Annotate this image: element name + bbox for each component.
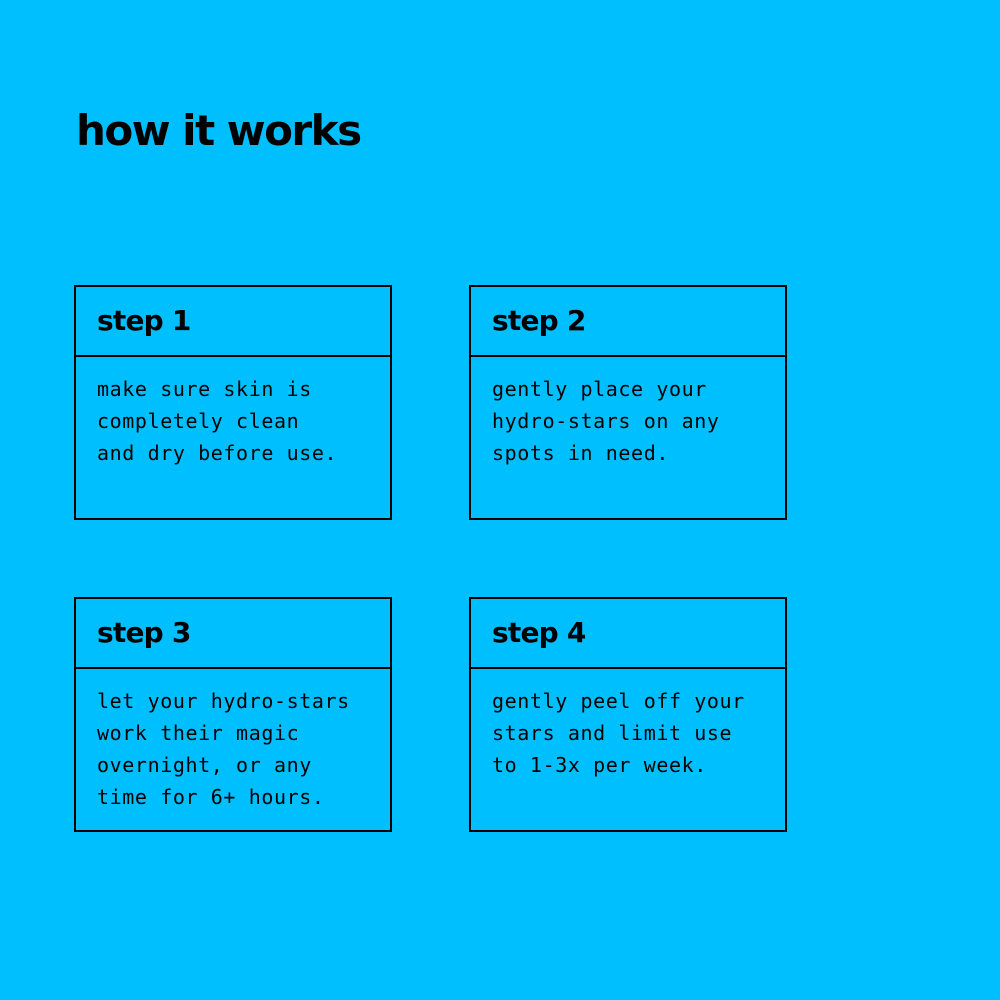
step-line: gently place your xyxy=(492,377,707,401)
step-header: step 2 xyxy=(471,287,785,357)
step-description: gently peel off your stars and limit use… xyxy=(471,669,785,781)
step-description: let your hydro-stars work their magic ov… xyxy=(76,669,390,813)
step-line: gently peel off your xyxy=(492,689,745,713)
step-line: time for 6+ hours. xyxy=(97,785,325,809)
step-line: spots in need. xyxy=(492,441,669,465)
step-card-2: step 2 gently place your hydro-stars on … xyxy=(469,285,787,520)
step-line: work their magic xyxy=(97,721,300,745)
step-line: and dry before use. xyxy=(97,441,338,465)
step-title: step 1 xyxy=(97,304,191,337)
step-card-1: step 1 make sure skin is completely clea… xyxy=(74,285,392,520)
step-line: to 1-3x per week. xyxy=(492,753,707,777)
step-card-4: step 4 gently peel off your stars and li… xyxy=(469,597,787,832)
step-line: make sure skin is xyxy=(97,377,312,401)
step-header: step 4 xyxy=(471,599,785,669)
step-line: let your hydro-stars xyxy=(97,689,350,713)
step-header: step 3 xyxy=(76,599,390,669)
step-title: step 3 xyxy=(97,616,191,649)
step-title: step 2 xyxy=(492,304,586,337)
page-title: how it works xyxy=(76,106,362,155)
step-line: hydro-stars on any xyxy=(492,409,720,433)
step-header: step 1 xyxy=(76,287,390,357)
step-line: stars and limit use xyxy=(492,721,733,745)
step-description: gently place your hydro-stars on any spo… xyxy=(471,357,785,469)
step-description: make sure skin is completely clean and d… xyxy=(76,357,390,469)
step-card-3: step 3 let your hydro-stars work their m… xyxy=(74,597,392,832)
step-title: step 4 xyxy=(492,616,586,649)
step-line: overnight, or any xyxy=(97,753,312,777)
step-line: completely clean xyxy=(97,409,300,433)
